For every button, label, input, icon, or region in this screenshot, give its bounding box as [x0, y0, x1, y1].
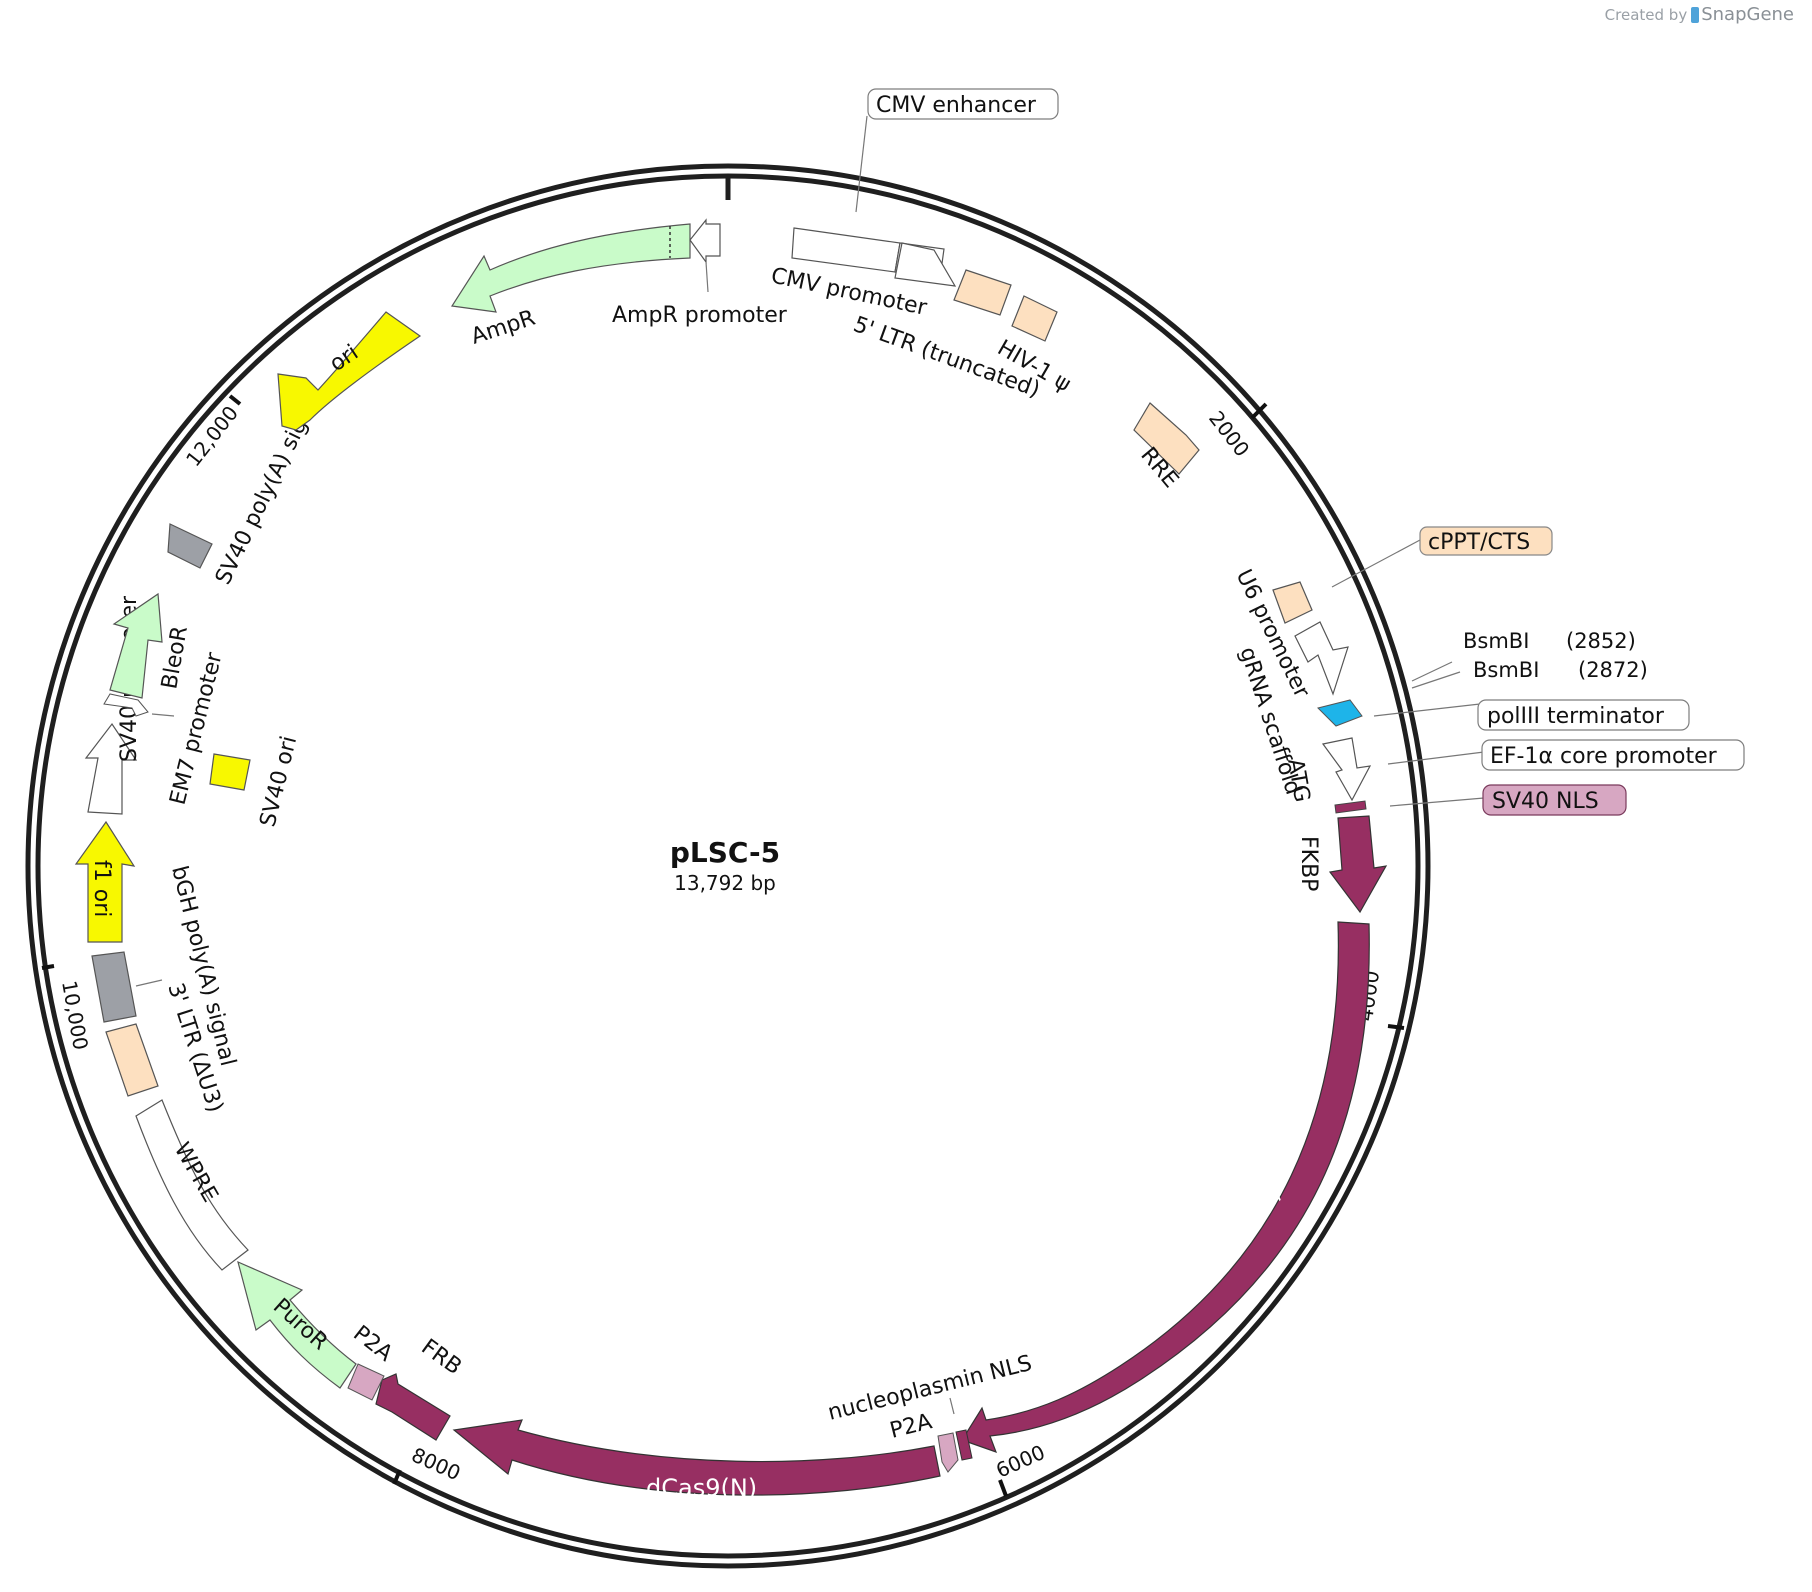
cppt-label: cPPT/CTS	[1419, 526, 1553, 556]
backbone-outer-ring	[25, 163, 1431, 1569]
tick-label-6000: 6000	[992, 1440, 1048, 1483]
ampr-promoter-feature	[689, 218, 721, 264]
bsmbi-site-2-label: BsmBI	[1473, 658, 1539, 682]
svg-text:polIII terminator: polIII terminator	[1487, 704, 1665, 729]
em7-leader	[151, 713, 175, 717]
plasmid-length: 13,792 bp	[674, 871, 776, 895]
svg-text:SV40 NLS: SV40 NLS	[1492, 789, 1599, 814]
bleor-feature	[109, 592, 163, 699]
cmv-enhancer-label: CMV enhancer	[867, 88, 1059, 120]
atg-feature	[1334, 800, 1367, 814]
sv40-nls-leader	[1389, 797, 1485, 807]
dcas9n-feature	[452, 1419, 941, 1496]
cppt-leader	[1331, 539, 1421, 588]
hiv-psi-feature	[1011, 295, 1058, 342]
snapgene-credit: Created by SnapGene	[1605, 4, 1794, 25]
frb-feature	[375, 1373, 451, 1441]
f1-ori-label: f1 ori	[89, 860, 114, 917]
sv40-polya-feature	[167, 523, 213, 569]
pol3-leader	[1373, 703, 1481, 717]
nucleoplasmin-nls-label: nucleoplasmin NLS	[825, 1351, 1034, 1426]
frb-label: FRB	[416, 1335, 466, 1381]
dcas9c-feature	[961, 921, 1370, 1453]
p2a-right-label: P2A	[887, 1409, 934, 1443]
svg-text:CMV enhancer: CMV enhancer	[876, 93, 1037, 118]
svg-text:cPPT/CTS: cPPT/CTS	[1428, 530, 1530, 555]
p2a-left-label: P2A	[348, 1321, 397, 1367]
bsmbi-site-1-position: (2852)	[1566, 629, 1636, 653]
sv40-ori-feature	[209, 753, 251, 791]
ef1a-leader	[1387, 751, 1485, 765]
ltr5-feature	[953, 269, 1012, 316]
nucleoplasmin-leader	[949, 1397, 955, 1415]
cmv-enhancer-leader	[855, 115, 868, 213]
p2a-right-feature	[937, 1432, 959, 1473]
em7-promoter-feature	[103, 693, 149, 717]
sv40-ori-label: SV40 ori	[256, 734, 303, 830]
bsmbi-site-1-label: BsmBI	[1463, 629, 1529, 653]
tick-2000: 2000	[1204, 402, 1268, 461]
grna-scaffold-feature	[1317, 699, 1363, 727]
sv40-promoter-feature	[84, 722, 138, 815]
ef1a-promoter-label: EF-1α core promoter	[1481, 739, 1745, 771]
atg-label: ATG	[1282, 757, 1314, 805]
dcas9n-label: dCas9(N)	[646, 1474, 757, 1502]
cppt-feature	[1272, 581, 1313, 624]
p2a-left-feature	[347, 1363, 385, 1401]
sv40-nls-label: SV40 NLS	[1482, 784, 1627, 816]
cmv-enhancer-feature	[791, 227, 901, 273]
ampr-feature	[450, 223, 691, 313]
credit-prefix: Created by	[1604, 6, 1688, 24]
puror-feature	[237, 1260, 357, 1389]
wpre-feature	[135, 1099, 249, 1271]
nucleoplasmin-nls-feature	[955, 1429, 973, 1461]
ampr-promoter-label: AmpR promoter	[612, 303, 788, 328]
bleor-label: BleoR	[157, 624, 193, 691]
bsmbi-site-1-leader	[1411, 661, 1453, 682]
u6-promoter-feature	[1294, 621, 1349, 696]
pol3-terminator-label: polIII terminator	[1477, 699, 1690, 731]
tick-8000: 8000	[392, 1443, 464, 1485]
plasmid-name: pLSC-5	[669, 836, 781, 869]
plasmid-title: pLSC-5 13,792 bp	[575, 836, 875, 895]
snapgene-logo-icon	[1691, 7, 1700, 23]
bgh-leader	[135, 979, 163, 987]
f1-ori-feature	[74, 820, 136, 943]
fkbp-feature	[1328, 815, 1388, 914]
ltr3-feature	[105, 1023, 159, 1097]
fkbp-label: FKBP	[1296, 836, 1321, 891]
bsmbi-site-2-position: (2872)	[1578, 658, 1648, 682]
ori-feature	[277, 311, 422, 431]
credit-brand: SnapGene	[1701, 4, 1794, 25]
svg-text:EF-1α core promoter: EF-1α core promoter	[1490, 744, 1718, 769]
tick-6000: 6000	[992, 1440, 1049, 1497]
bgh-polya-feature	[91, 951, 137, 1023]
cmv-promoter-arrowhead	[894, 242, 957, 287]
ef1a-promoter-feature	[1321, 737, 1372, 802]
ampr-promoter-leader	[705, 261, 709, 293]
rre-feature	[1133, 402, 1200, 475]
bsmbi-site-2-leader	[1411, 671, 1461, 689]
ampr-label: AmpR	[468, 306, 538, 350]
